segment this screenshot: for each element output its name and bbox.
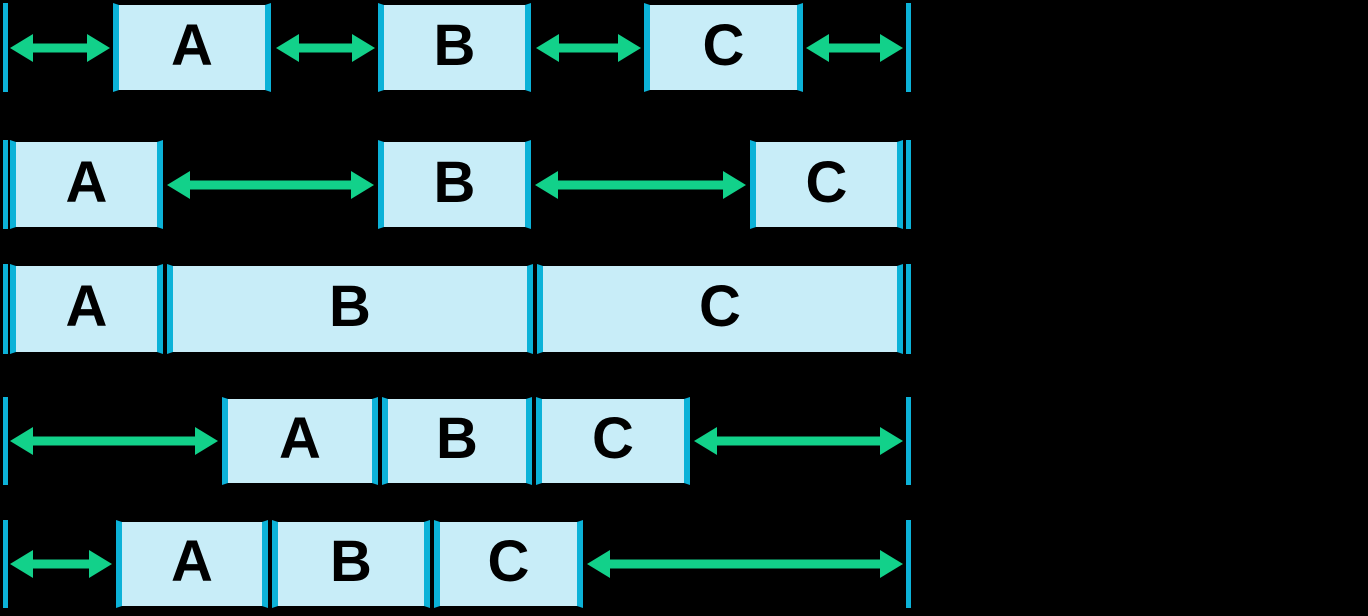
spacing-arrow: [10, 520, 112, 608]
spacing-arrow: [535, 140, 746, 229]
item-label: A: [65, 274, 108, 339]
item-label: B: [433, 12, 476, 78]
item-box-b: B: [378, 140, 531, 229]
arrow-head-left-icon: [694, 427, 717, 455]
item-label: B: [436, 406, 478, 471]
arrow-head-right-icon: [723, 170, 746, 199]
container-edge-line: [906, 140, 911, 229]
distribution-row-4: A B C: [0, 397, 1368, 485]
item-label: C: [702, 12, 745, 78]
arrow-shaft: [552, 43, 625, 52]
container-edge-line: [3, 140, 8, 229]
arrow-head-left-icon: [10, 550, 33, 578]
spacing-arrow: [587, 520, 903, 608]
spacing-arrow: [276, 3, 375, 92]
item-box-b: B: [382, 397, 532, 485]
arrow-head-left-icon: [10, 33, 33, 62]
arrow-shaft: [603, 559, 887, 569]
arrow-head-right-icon: [87, 33, 110, 62]
item-box-a: A: [113, 3, 271, 92]
arrow-shaft: [292, 43, 359, 52]
arrow-head-left-icon: [536, 33, 559, 62]
item-label: A: [65, 149, 108, 215]
arrow-shaft: [710, 436, 887, 446]
arrow-head-right-icon: [618, 33, 641, 62]
item-box-c: C: [750, 140, 903, 229]
arrow-shaft: [183, 180, 358, 189]
item-label: A: [279, 406, 321, 471]
arrow-shaft: [26, 559, 96, 569]
container-edge-line: [906, 520, 911, 608]
spacing-arrow: [167, 140, 374, 229]
item-box-a: A: [222, 397, 378, 485]
container-edge-line: [3, 520, 8, 608]
spacing-arrow: [10, 397, 218, 485]
item-box-c: C: [644, 3, 803, 92]
arrow-head-left-icon: [535, 170, 558, 199]
container-edge-line: [906, 397, 911, 485]
arrow-head-left-icon: [276, 33, 299, 62]
item-box-a: A: [116, 520, 268, 608]
arrow-head-right-icon: [195, 427, 218, 455]
spacing-arrow: [806, 3, 903, 92]
item-box-b: B: [378, 3, 531, 92]
item-label: B: [330, 529, 372, 594]
item-label: B: [433, 149, 476, 215]
arrow-head-right-icon: [880, 427, 903, 455]
arrow-head-right-icon: [351, 170, 374, 199]
container-edge-line: [906, 3, 911, 92]
container-edge-line: [3, 397, 8, 485]
distribution-row-1: A B C: [0, 3, 1368, 92]
arrow-head-right-icon: [89, 550, 112, 578]
item-box-c: C: [434, 520, 583, 608]
item-box-a: A: [10, 140, 163, 229]
container-edge-line: [906, 264, 911, 354]
spacing-arrow: [536, 3, 641, 92]
arrow-head-right-icon: [880, 550, 903, 578]
item-label: C: [592, 406, 634, 471]
item-label: A: [171, 529, 213, 594]
arrow-head-right-icon: [352, 33, 375, 62]
item-box-b: B: [167, 264, 533, 354]
container-edge-line: [3, 3, 8, 92]
arrow-shaft: [26, 436, 202, 446]
arrow-head-left-icon: [167, 170, 190, 199]
item-label: C: [487, 529, 530, 594]
item-box-c: C: [537, 264, 903, 354]
item-label: B: [329, 274, 371, 339]
container-edge-line: [3, 264, 8, 354]
arrow-shaft: [822, 43, 887, 52]
arrow-head-left-icon: [10, 427, 33, 455]
distribution-row-5: A B C: [0, 520, 1368, 608]
item-label: A: [171, 12, 213, 78]
item-box-c: C: [536, 397, 690, 485]
arrow-shaft: [551, 180, 730, 189]
arrow-head-right-icon: [880, 33, 903, 62]
distribution-row-2: A B C: [0, 140, 1368, 229]
item-label: C: [699, 274, 741, 339]
arrow-head-left-icon: [587, 550, 610, 578]
distribution-row-3: A B C: [0, 264, 1368, 354]
arrow-head-left-icon: [806, 33, 829, 62]
item-label: C: [805, 149, 848, 215]
item-box-a: A: [10, 264, 163, 354]
spacing-arrow: [694, 397, 903, 485]
item-box-b: B: [272, 520, 430, 608]
arrow-shaft: [26, 43, 94, 52]
spacing-arrow: [10, 3, 110, 92]
